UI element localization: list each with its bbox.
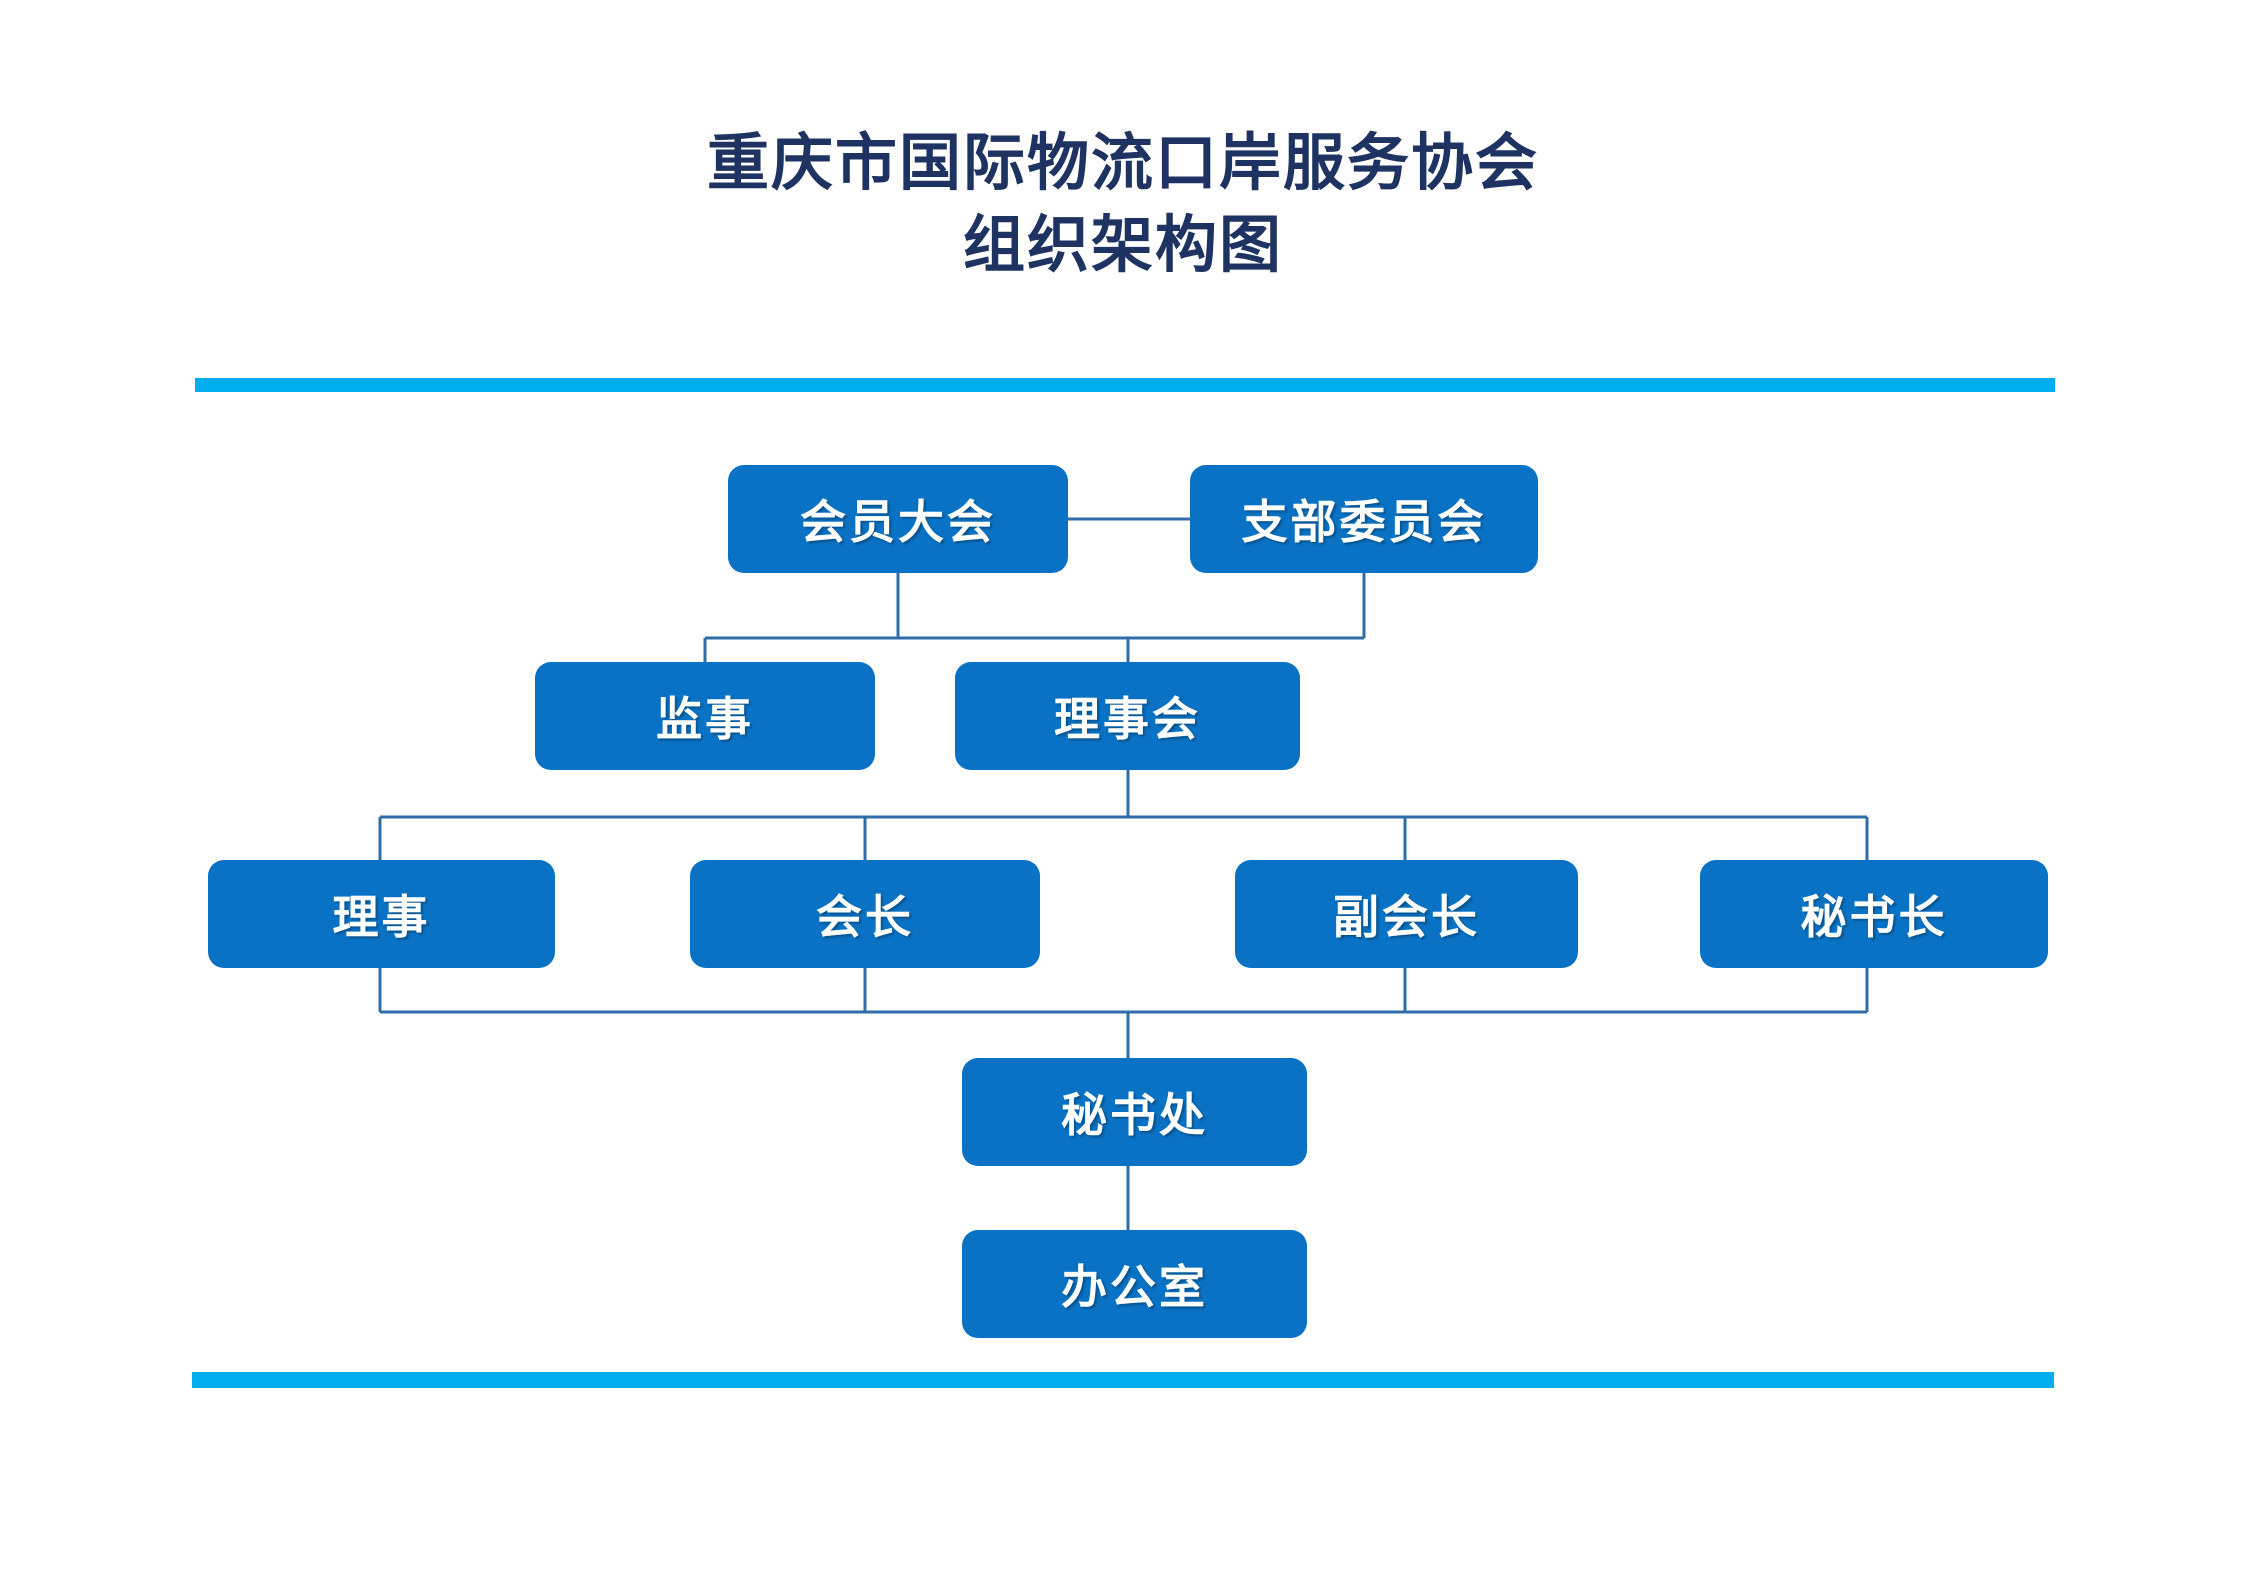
title-line-primary: 重庆市国际物流口岸服务协会: [706, 126, 1539, 199]
page-title: 重庆市国际物流口岸服务协会 组织架构图: [0, 122, 2246, 286]
org-node-mi-shu-zhang[interactable]: 秘书长: [1700, 860, 2048, 968]
title-line-secondary: 组织架构图: [962, 207, 1283, 281]
org-node-hui-yuan-da-hui[interactable]: 会员大会: [728, 465, 1068, 573]
top-accent-rule: [195, 378, 2055, 392]
org-node-hui-zhang[interactable]: 会长: [690, 860, 1040, 968]
org-node-fu-hui-zhang[interactable]: 副会长: [1235, 860, 1578, 968]
org-node-li-shi[interactable]: 理事: [208, 860, 555, 968]
org-node-li-shi-hui[interactable]: 理事会: [955, 662, 1300, 770]
bottom-accent-rule: [192, 1372, 2054, 1388]
org-node-mi-shu-chu[interactable]: 秘书处: [962, 1058, 1307, 1166]
org-node-zhi-bu-wei-yuan-hui[interactable]: 支部委员会: [1190, 465, 1538, 573]
org-node-jian-shi[interactable]: 监事: [535, 662, 875, 770]
org-node-ban-gong-shi[interactable]: 办公室: [962, 1230, 1307, 1338]
